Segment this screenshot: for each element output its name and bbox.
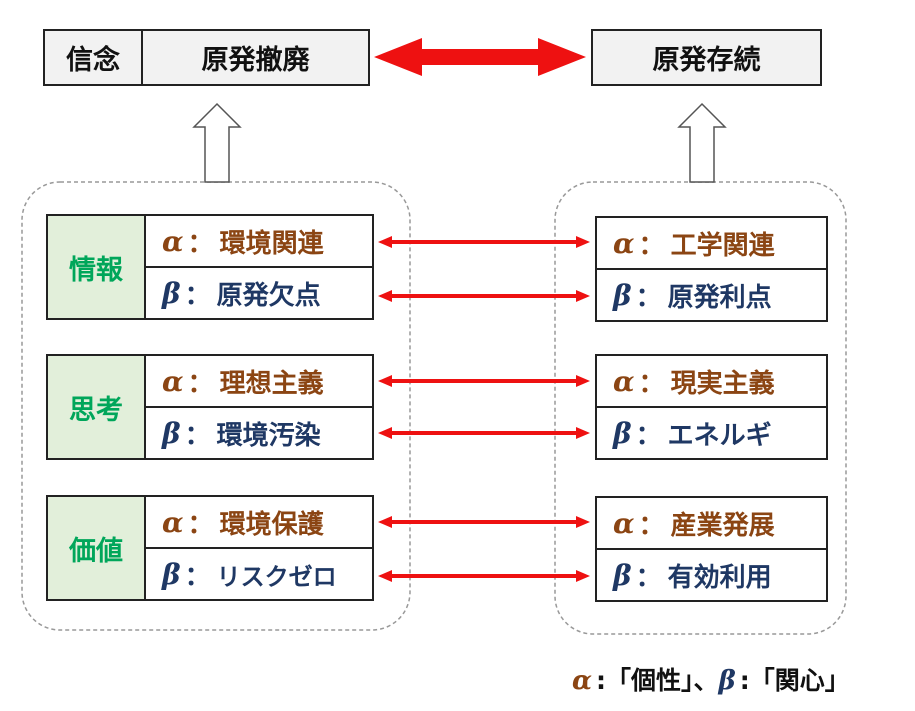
colon: ： [635, 562, 662, 593]
row-arrow [378, 375, 590, 387]
beta-symbol: β [613, 558, 632, 592]
alpha-row: α：工学関連 [597, 218, 826, 268]
legend-alpha-symbol: α [572, 666, 593, 696]
colon: ： [184, 280, 211, 311]
belief-right-value: 原発存続 [652, 45, 761, 76]
legend: α:「個性」、β:「関心」 [572, 661, 850, 697]
colon: ： [187, 368, 214, 399]
beta-text: リスクゼロ [216, 562, 337, 591]
alpha-row: α：環境関連 [146, 216, 372, 266]
alpha-symbol: α [162, 224, 184, 258]
beta-row: β：原発欠点 [146, 266, 372, 318]
top-double-arrow [374, 38, 586, 76]
row-arrow [378, 290, 590, 302]
beta-text: エネルギ [667, 420, 772, 451]
beta-row: β：リスクゼロ [146, 547, 372, 599]
alpha-row: α：環境保護 [146, 497, 372, 547]
alpha-text: 理想主義 [219, 368, 324, 399]
left-up-arrow [192, 102, 242, 183]
colon: ： [638, 368, 665, 399]
alpha-symbol: α [613, 364, 635, 398]
alpha-text: 現実主義 [670, 368, 775, 399]
beta-row: β：原発利点 [597, 268, 826, 320]
belief-left-value: 原発撤廃 [201, 45, 310, 76]
alpha-row: α：現実主義 [597, 356, 826, 406]
beta-text: 原発欠点 [216, 280, 321, 311]
legend-beta-text: 「関心」 [749, 666, 850, 695]
alpha-text: 産業発展 [670, 510, 775, 541]
left-group-value: 価値 α：環境保護 β：リスクゼロ [46, 495, 374, 601]
right-group-value: α：産業発展 β：有効利用 [595, 496, 828, 602]
row-arrow [378, 516, 590, 528]
beta-text: 原発利点 [667, 282, 772, 313]
belief-label: 信念 [45, 31, 143, 84]
alpha-text: 工学関連 [670, 230, 775, 261]
left-group-thought: 思考 α：理想主義 β：環境汚染 [46, 354, 374, 460]
alpha-row: α：産業発展 [597, 498, 826, 548]
colon: ： [187, 509, 214, 540]
row-arrow [378, 570, 590, 582]
colon: ： [635, 282, 662, 313]
right-group-thought: α：現実主義 β：エネルギ [595, 354, 828, 460]
beta-symbol: β [613, 416, 632, 450]
beta-row: β：エネルギ [597, 406, 826, 458]
right-group-info: α：工学関連 β：原発利点 [595, 216, 828, 322]
row-arrows [378, 236, 590, 582]
colon: ： [187, 228, 214, 259]
alpha-row: α：理想主義 [146, 356, 372, 406]
colon: ： [638, 230, 665, 261]
legend-alpha-sep: : [596, 666, 607, 695]
colon: ： [184, 561, 211, 592]
beta-symbol: β [162, 416, 181, 450]
alpha-symbol: α [613, 506, 635, 540]
legend-alpha-text: 「個性」、 [606, 666, 719, 695]
beta-text: 環境汚染 [216, 420, 321, 451]
legend-beta-symbol: β [718, 666, 736, 696]
legend-beta-sep: : [739, 666, 750, 695]
belief-box-left: 信念 原発撤廃 [43, 29, 370, 86]
alpha-text: 環境関連 [219, 228, 324, 259]
beta-symbol: β [162, 276, 181, 310]
category-label: 思考 [48, 356, 146, 458]
beta-symbol: β [162, 557, 181, 591]
alpha-symbol: α [162, 505, 184, 539]
beta-symbol: β [613, 278, 632, 312]
belief-box-right: 原発存続 [591, 29, 822, 86]
right-up-arrow [677, 102, 727, 183]
alpha-symbol: α [162, 364, 184, 398]
beta-row: β：環境汚染 [146, 406, 372, 458]
category-label: 情報 [48, 216, 146, 318]
beta-text: 有効利用 [667, 562, 772, 593]
category-label: 価値 [48, 497, 146, 599]
alpha-symbol: α [613, 226, 635, 260]
left-group-info: 情報 α：環境関連 β：原発欠点 [46, 214, 374, 320]
row-arrow [378, 236, 590, 248]
row-arrow [378, 427, 590, 439]
colon: ： [184, 420, 211, 451]
alpha-text: 環境保護 [219, 509, 324, 540]
colon: ： [635, 420, 662, 451]
colon: ： [638, 510, 665, 541]
beta-row: β：有効利用 [597, 548, 826, 600]
